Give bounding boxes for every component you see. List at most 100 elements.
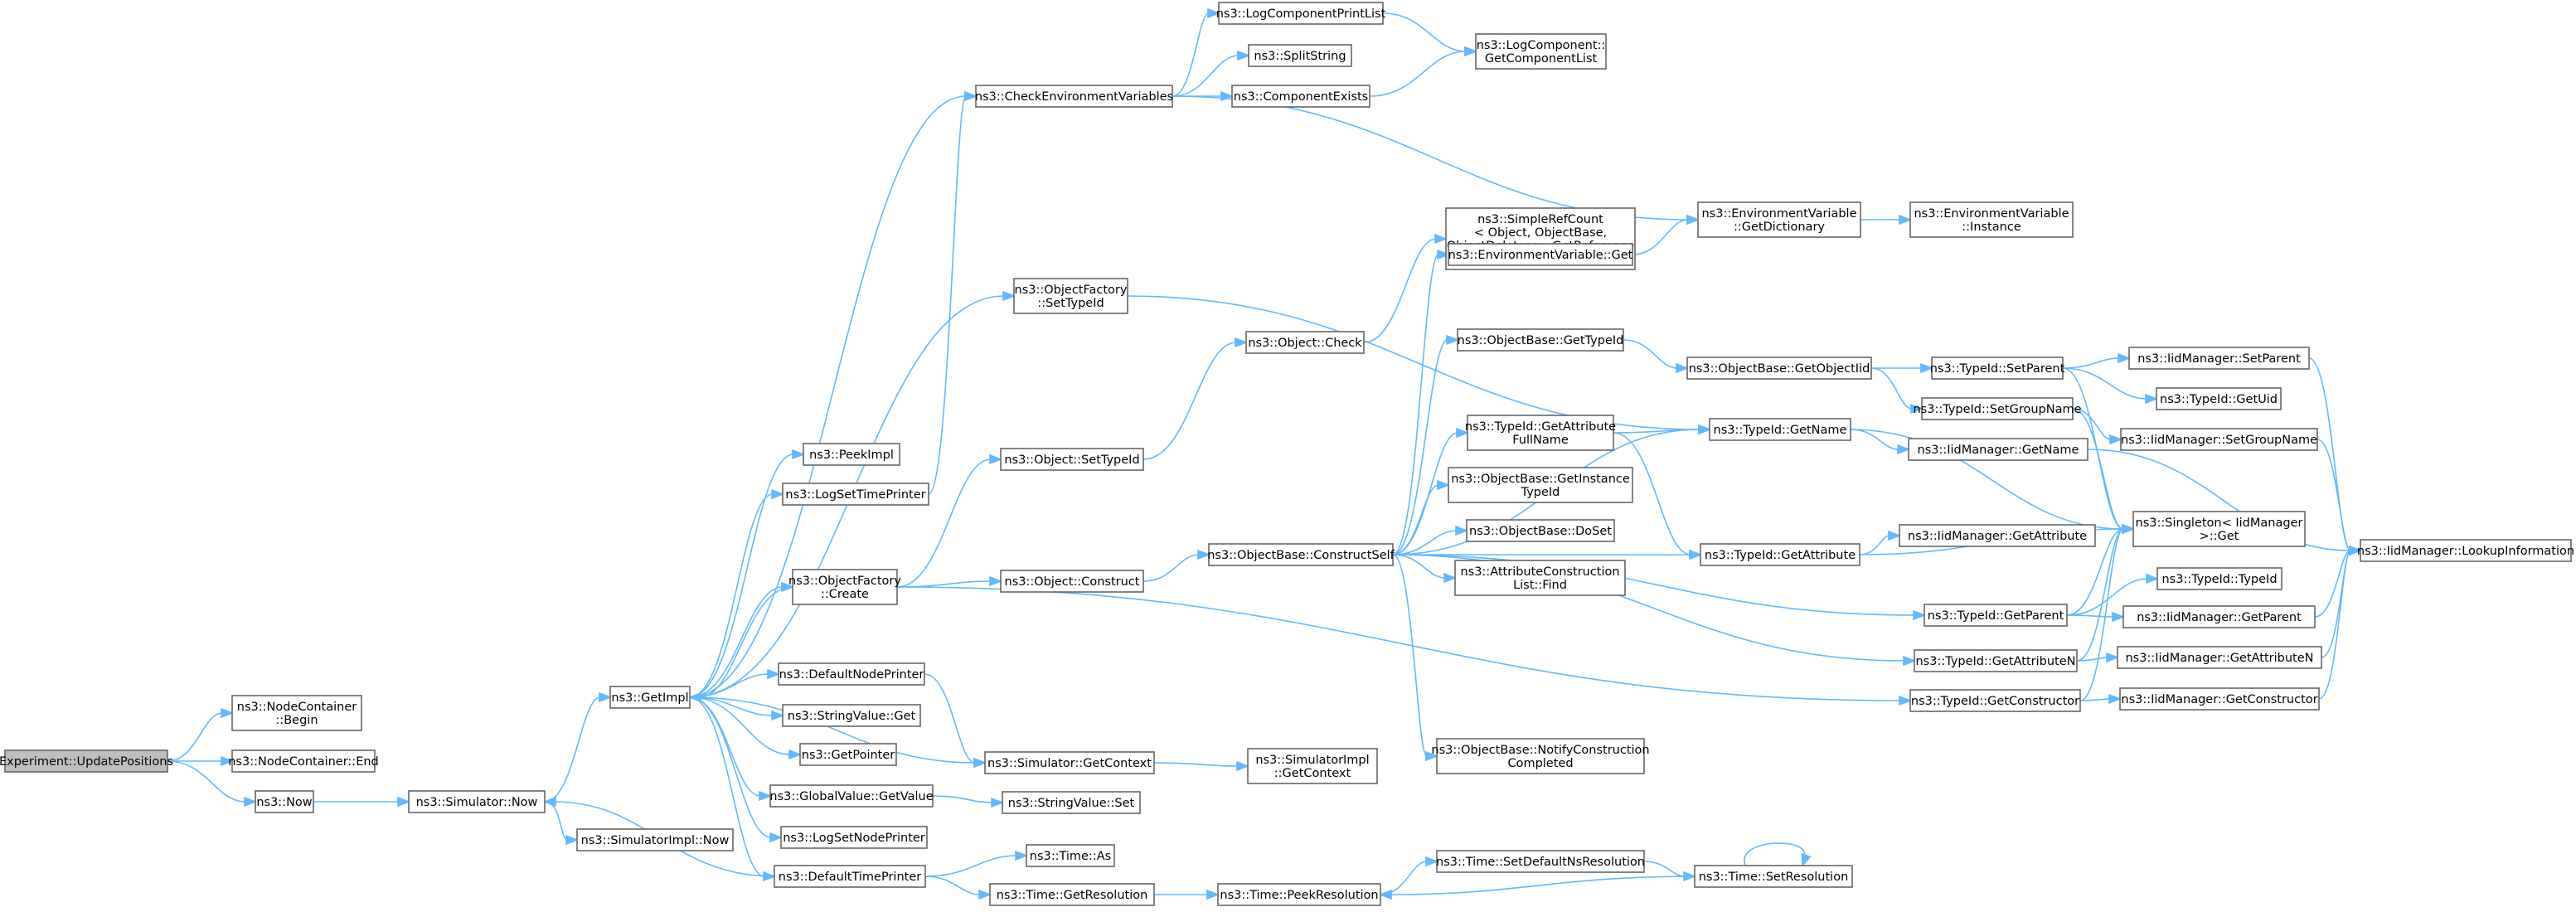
node-iidm_setgroupname[interactable]: ns3::IidManager::SetGroupName: [2120, 428, 2318, 451]
node-compexists[interactable]: ns3::ComponentExists: [1231, 85, 1370, 108]
node-label: ns3::Simulator::GetContext: [987, 757, 1152, 770]
edge-line: [896, 458, 992, 588]
node-envvar_getdict[interactable]: ns3::EnvironmentVariable::GetDictionary: [1697, 201, 1861, 238]
node-logsetnode[interactable]: ns3::LogSetNodePrinter: [780, 826, 928, 849]
node-singleton_get[interactable]: ns3::Singleton< IidManager>::Get: [2132, 511, 2306, 547]
edge-arrowhead: [1689, 549, 1703, 560]
edge-line: [2076, 528, 2124, 662]
node-now[interactable]: ns3::Now: [255, 790, 314, 813]
node-iidm_setparent[interactable]: ns3::IidManager::SetParent: [2128, 347, 2310, 370]
node-time_getres[interactable]: ns3::Time::GetResolution: [989, 883, 1155, 906]
node-logcompprint[interactable]: ns3::LogComponentPrintList: [1216, 2, 1386, 25]
edge-arrowhead: [1903, 655, 1917, 667]
edge-now-to-sim_now: [313, 796, 411, 808]
node-label: ns3::GetImpl: [611, 691, 688, 705]
node-tid_getattributen[interactable]: ns3::TypeId::GetAttributeN: [1914, 649, 2078, 672]
edge-line: [1859, 535, 1890, 555]
node-iidm_getattributen[interactable]: ns3::IidManager::GetAttributeN: [2117, 646, 2322, 669]
node-label: Completed: [1507, 757, 1573, 770]
node-label: ns3::StringValue::Set: [1008, 797, 1135, 810]
node-time_peekres[interactable]: ns3::Time::PeekResolution: [1217, 883, 1381, 906]
edge-line: [544, 801, 568, 841]
node-obj_check[interactable]: ns3::Object::Check: [1245, 331, 1365, 354]
node-label: ns3::SplitString: [1254, 50, 1346, 63]
node-iidm_getparent[interactable]: ns3::IidManager::GetParent: [2122, 605, 2316, 628]
node-root[interactable]: Experiment::UpdatePositions: [0, 749, 173, 773]
node-ob_constructself[interactable]: ns3::ObjectBase::ConstructSelf: [1207, 543, 1395, 566]
node-tid_getuid[interactable]: ns3::TypeId::GetUid: [2156, 387, 2282, 410]
node-sim_getcontext[interactable]: ns3::Simulator::GetContext: [984, 751, 1155, 774]
node-label: ns3::Time::SetResolution: [1699, 871, 1849, 884]
node-strval_set[interactable]: ns3::StringValue::Set: [1002, 791, 1141, 814]
node-envvar_instance[interactable]: ns3::EnvironmentVariable::Instance: [1909, 201, 2074, 238]
edge-arrowhead: [1913, 609, 1927, 621]
edge-envvar_get-to-envvar_getdict: [1632, 214, 1700, 255]
node-of_create[interactable]: ns3::ObjectFactory::Create: [788, 569, 901, 605]
node-ob_getobjectiid[interactable]: ns3::ObjectBase::GetObjectIid: [1686, 357, 1872, 380]
node-sim_now[interactable]: ns3::Simulator::Now: [408, 790, 546, 813]
node-ob_notify[interactable]: ns3::ObjectBase::NotifyConstructionCompl…: [1431, 738, 1650, 774]
edge-deftimeprinter-to-time_getres: [924, 876, 992, 900]
node-tid_setparent[interactable]: ns3::TypeId::SetParent: [1930, 357, 2065, 380]
node-label: ns3::IidManager::SetParent: [2137, 352, 2301, 366]
node-label: ns3::TypeId::GetParent: [1928, 609, 2064, 623]
node-box: [1208, 543, 1394, 566]
node-iidm_getconstructor[interactable]: ns3::IidManager::GetConstructor: [2119, 687, 2320, 711]
edge-arrowhead: [973, 757, 987, 769]
node-deftimeprinter[interactable]: ns3::DefaultTimePrinter: [774, 865, 926, 888]
node-iidm_getname[interactable]: ns3::IidManager::GetName: [1908, 438, 2088, 461]
node-getpointer[interactable]: ns3::GetPointer: [799, 743, 897, 766]
node-nc_end[interactable]: ns3::NodeContainer::End: [228, 749, 379, 773]
node-tid_getconstructor[interactable]: ns3::TypeId::GetConstructor: [1909, 689, 2081, 712]
node-strval_get[interactable]: ns3::StringValue::Get: [782, 704, 921, 727]
node-simimpl_getcontext[interactable]: ns3::SimulatorImpl::GetContext: [1247, 748, 1378, 784]
node-envvar_get[interactable]: ns3::EnvironmentVariable::Get: [1448, 243, 1633, 266]
node-time_as[interactable]: ns3::Time::As: [1026, 844, 1115, 867]
node-globval_getvalue[interactable]: ns3::GlobalValue::GetValue: [769, 784, 934, 808]
node-obj_construct[interactable]: ns3::Object::Construct: [1000, 570, 1144, 593]
node-checkenv[interactable]: ns3::CheckEnvironmentVariables: [975, 85, 1173, 108]
edge-line: [2079, 528, 2124, 701]
edge-tid_setparent-to-tid_getuid: [2062, 367, 2159, 405]
edge-obj_settypeid-to-obj_check: [1142, 337, 1249, 460]
node-time_setres[interactable]: ns3::Time::SetResolution: [1694, 865, 1853, 888]
edge-getimpl-to-logsetnode: [689, 696, 783, 843]
node-tid_getattribute[interactable]: ns3::TypeId::GetAttribute: [1700, 543, 1860, 566]
edge-arrowhead: [2145, 393, 2159, 405]
node-getimpl[interactable]: ns3::GetImpl: [609, 686, 691, 709]
node-defnodeprinter[interactable]: ns3::DefaultNodePrinter: [778, 662, 925, 686]
node-box: [1436, 738, 1645, 774]
node-nc_begin[interactable]: ns3::NodeContainer::Begin: [231, 695, 362, 731]
node-peekimpl[interactable]: ns3::PeekImpl: [803, 443, 900, 466]
edge-arrowhead: [1437, 479, 1451, 491]
node-simimpl_now[interactable]: ns3::SimulatorImpl::Now: [576, 828, 734, 851]
edge-ob_constructself-to-tid_getparent: [1392, 554, 1927, 621]
node-tid_typeid[interactable]: ns3::TypeId::TypeId: [2156, 567, 2283, 590]
edge-line: [1172, 12, 1210, 97]
node-splitstring[interactable]: ns3::SplitString: [1248, 44, 1352, 67]
node-iidm_getattribute[interactable]: ns3::IidManager::GetAttribute: [1899, 524, 2096, 547]
node-label: GetComponentList: [1485, 52, 1598, 65]
node-box: [803, 443, 900, 466]
edge-arrowhead: [759, 790, 773, 802]
node-tid_getname[interactable]: ns3::TypeId::GetName: [1709, 418, 1851, 441]
node-label: ns3::IidManager::GetConstructor: [2121, 693, 2317, 706]
node-time_setdefns[interactable]: ns3::Time::SetDefaultNsResolution: [1436, 850, 1645, 873]
node-obj_settypeid[interactable]: ns3::Object::SetTypeId: [1000, 448, 1144, 471]
node-tid_setgroupname[interactable]: ns3::TypeId::SetGroupName: [1913, 397, 2082, 420]
edge-line: [1153, 762, 1239, 767]
node-logcomp_getlist[interactable]: ns3::LogComponent::GetComponentList: [1475, 33, 1607, 70]
node-tid_getparent[interactable]: ns3::TypeId::GetParent: [1924, 604, 2068, 627]
node-of_settypeid[interactable]: ns3::ObjectFactory::SetTypeId: [1013, 278, 1128, 314]
node-ob_doset[interactable]: ns3::ObjectBase::DoSet: [1466, 519, 1615, 542]
node-box: [231, 695, 362, 731]
node-logsettime[interactable]: ns3::LogSetTimePrinter: [782, 483, 929, 506]
node-box: [792, 569, 898, 605]
node-ob_gettypeid[interactable]: ns3::ObjectBase::GetTypeId: [1457, 328, 1624, 352]
node-box: [1231, 85, 1370, 108]
node-iidm_lookup[interactable]: ns3::IidManager::LookupInformation: [2357, 539, 2574, 562]
edge-arrowhead: [1455, 525, 1469, 536]
